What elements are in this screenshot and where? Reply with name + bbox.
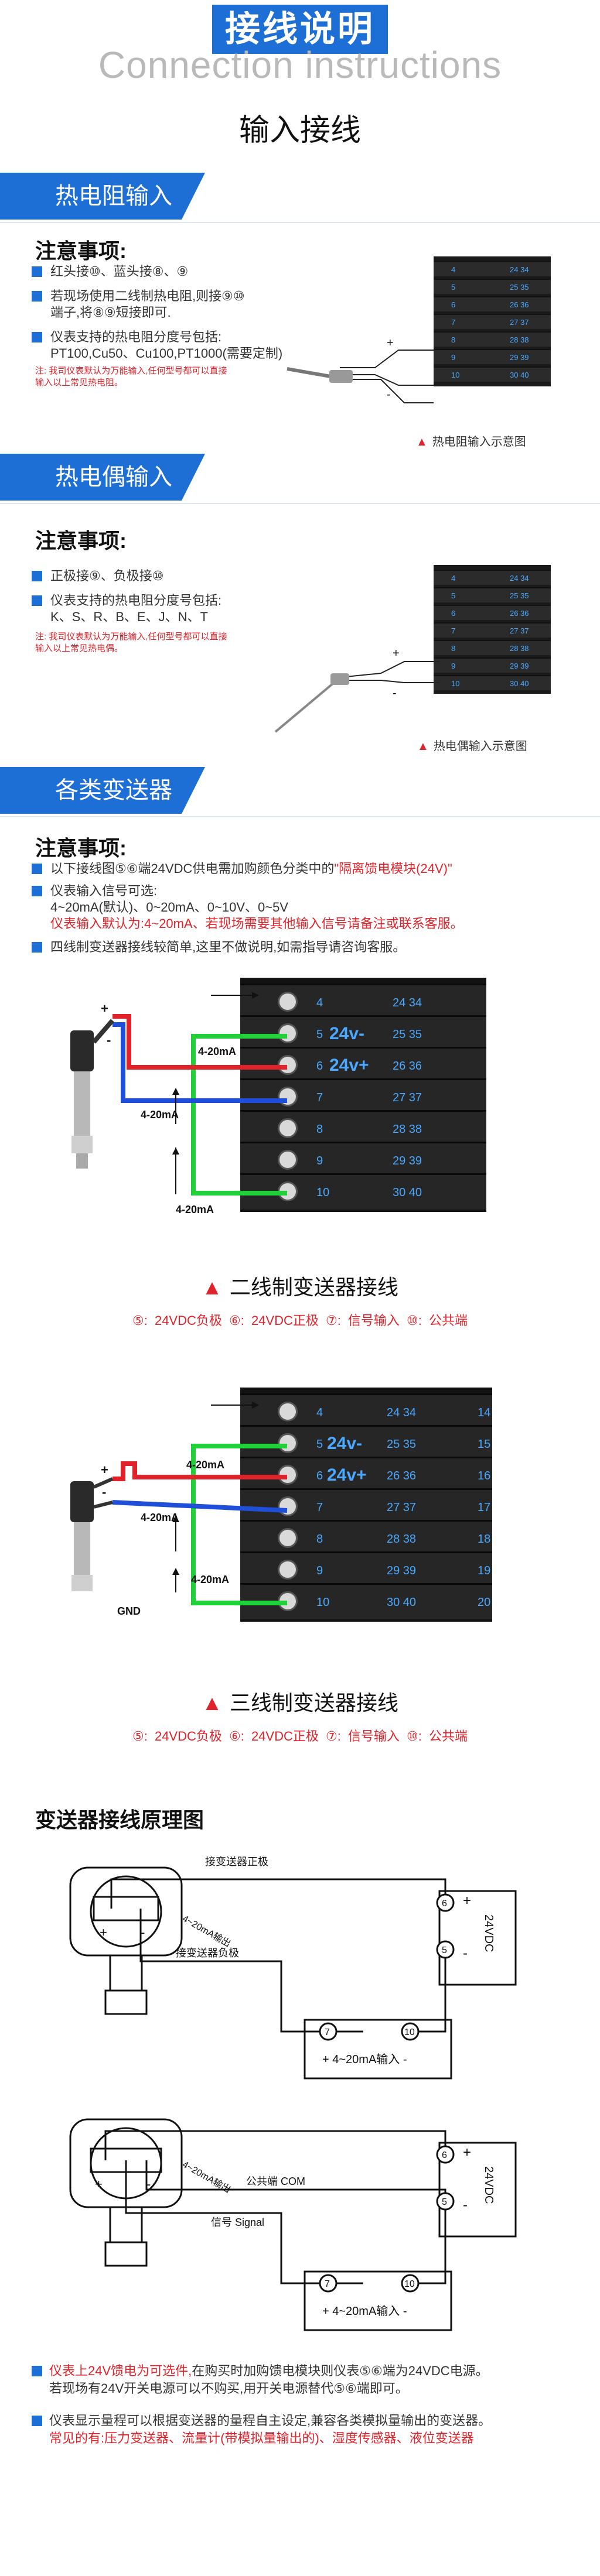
svg-text:+: + (393, 647, 400, 660)
svg-text:-: - (141, 1925, 145, 1940)
tc-caption: ▲热电偶输入示意图 (417, 740, 527, 753)
page-title-english: Connection instructions (98, 44, 502, 86)
tc-remark-2: 输入以上常见热电偶。 (35, 643, 124, 653)
rtd-banner: 热电阻输入 (0, 173, 600, 223)
svg-text:6: 6 (442, 1899, 447, 1909)
rtd-note-3: 仪表支持的热电阻分度号包括: (32, 329, 221, 345)
footer-note-1: 仪表上24V馈电为可选件,在购买时加购馈电模块则仪表⑤⑥端为24VDC电源。 若… (32, 2362, 577, 2397)
rtd-probe-wiring: + - (287, 337, 434, 403)
principle-diagram-three-wire: + - 6 5 + - 24VDC 7 10 + 4~20mA输入 - 公共端 … (69, 2118, 517, 2331)
two-wire-caption: ▲二线制变送器接线 (202, 1275, 398, 1299)
svg-text:4-20mA: 4-20mA (198, 1046, 236, 1057)
rtd-remark-1: 注: 我司仪表默认为万能输入,任何型号都可以直接 (35, 366, 227, 376)
svg-text:信号 Signal: 信号 Signal (211, 2217, 264, 2228)
tx-banner: 各类变送器 (0, 767, 600, 817)
svg-text:-: - (107, 1033, 111, 1047)
svg-text:-: - (146, 2177, 151, 2191)
svg-text:GND: GND (117, 1605, 141, 1617)
svg-text:+: + (101, 1462, 108, 1477)
svg-text:10: 10 (404, 2279, 415, 2289)
principle-diagram-two-wire: + - 6 5 + - 24VDC 7 10 + 4~20mA输入 - 接变送器… (69, 1856, 517, 2080)
svg-text:-: - (463, 1945, 468, 1961)
svg-text:+: + (463, 1893, 471, 1909)
svg-text:-: - (463, 2197, 468, 2213)
three-wire-legend: ⑤: 24VDC负极 ⑥: 24VDC正极 ⑦: 信号输入 ⑩: 公共端 (132, 1729, 468, 1743)
rtd-caption: ▲热电阻输入示意图 (416, 436, 526, 448)
three-wire-caption: ▲三线制变送器接线 (202, 1691, 398, 1715)
svg-text:+: + (387, 337, 394, 350)
two-wire-wiring: + - 4-20mA 4-20mA 4-20mA (70, 992, 287, 1215)
two-wire-legend: ⑤: 24VDC负极 ⑥: 24VDC正极 ⑦: 信号输入 ⑩: 公共端 (132, 1313, 468, 1328)
svg-text:-: - (102, 1485, 106, 1499)
svg-text:7: 7 (325, 2279, 330, 2289)
tx-note-1: 以下接线图⑤⑥端24VDC供电需加购颜色分类中的"隔离馈电模块(24V)" (32, 861, 452, 877)
tc-probe-wiring: + - (274, 647, 439, 733)
svg-text:4-20mA: 4-20mA (141, 1512, 179, 1523)
svg-text:4-20mA: 4-20mA (141, 1109, 179, 1121)
tx-note-2: 仪表输入信号可选: (32, 883, 157, 899)
tc-note-2-cont: K、S、R、B、E、J、N、T (50, 609, 208, 624)
svg-text:4-20mA: 4-20mA (176, 1204, 214, 1215)
section-subtitle: 输入接线 (238, 114, 361, 148)
svg-text:5: 5 (442, 1945, 447, 1955)
tx-note-2-cont: 4~20mA(默认)、0~20mA、0~10V、0~5V (50, 900, 288, 914)
svg-text:5: 5 (442, 2197, 447, 2207)
tc-remark-1: 注: 我司仪表默认为万能输入,任何型号都可以直接 (35, 632, 227, 642)
svg-text:4-20mA: 4-20mA (186, 1459, 224, 1471)
tc-notes-heading: 注意事项: (35, 529, 127, 553)
three-wire-wiring: + - 4-20mA 4-20mA 4-20mA GND (70, 1402, 288, 1617)
svg-text:公共端 COM: 公共端 COM (246, 2176, 305, 2187)
principle-title: 变送器接线原理图 (35, 1808, 204, 1832)
svg-text:24VDC: 24VDC (482, 1914, 495, 1952)
tx-note-2-default: 仪表输入默认为:4~20mA、若现场需要其他输入信号请备注或联系客服。 (50, 916, 463, 931)
page-title: 接线说明 (212, 5, 388, 54)
rtd-remark-2: 输入以上常见热电阻。 (35, 378, 124, 388)
svg-text:接变送器正极: 接变送器正极 (205, 1856, 268, 1868)
rtd-notes-heading: 注意事项: (35, 239, 127, 263)
rtd-note-2: 若现场使用二线制热电阻,则接⑨⑩ (32, 288, 245, 304)
svg-text:4-20mA: 4-20mA (191, 1574, 229, 1585)
tx-note-3: 四线制变送器接线较简单,这里不做说明,如需指导请咨询客服。 (32, 939, 405, 955)
svg-text:+ 4~20mA输入 -: + 4~20mA输入 - (322, 2053, 407, 2066)
tc-banner: 热电偶输入 (0, 454, 600, 504)
svg-text:24VDC: 24VDC (482, 2166, 495, 2204)
rtd-note-3-cont: PT100,Cu50、Cu100,PT1000(需要定制) (50, 346, 283, 361)
rtd-note-2-cont: 端子,将⑧⑨短接即可. (50, 305, 171, 320)
svg-text:+: + (463, 2145, 471, 2160)
svg-text:接变送器负极: 接变送器负极 (176, 1947, 239, 1959)
svg-text:+: + (101, 1001, 108, 1016)
svg-text:+: + (100, 1925, 107, 1940)
rtd-note-1: 红头接⑩、蓝头接⑧、⑨ (32, 263, 188, 280)
svg-text:+: + (95, 2177, 103, 2191)
tx-notes-heading: 注意事项: (35, 836, 127, 860)
svg-text:10: 10 (404, 2027, 415, 2037)
svg-text:-: - (393, 687, 397, 700)
svg-text:+ 4~20mA输入 -: + 4~20mA输入 - (322, 2304, 407, 2318)
footer-note-2: 仪表显示量程可以根据变送器的量程自主设定,兼容各类模拟量输出的变送器。 常见的有… (32, 2412, 577, 2447)
tc-note-1: 正极接⑨、负极接⑩ (32, 568, 163, 584)
svg-text:4~20mA输出: 4~20mA输出 (180, 1913, 233, 1950)
svg-text:6: 6 (442, 2150, 447, 2160)
tc-note-2: 仪表支持的热电阻分度号包括: (32, 592, 221, 609)
svg-text:-: - (387, 388, 391, 401)
svg-text:7: 7 (325, 2027, 330, 2037)
